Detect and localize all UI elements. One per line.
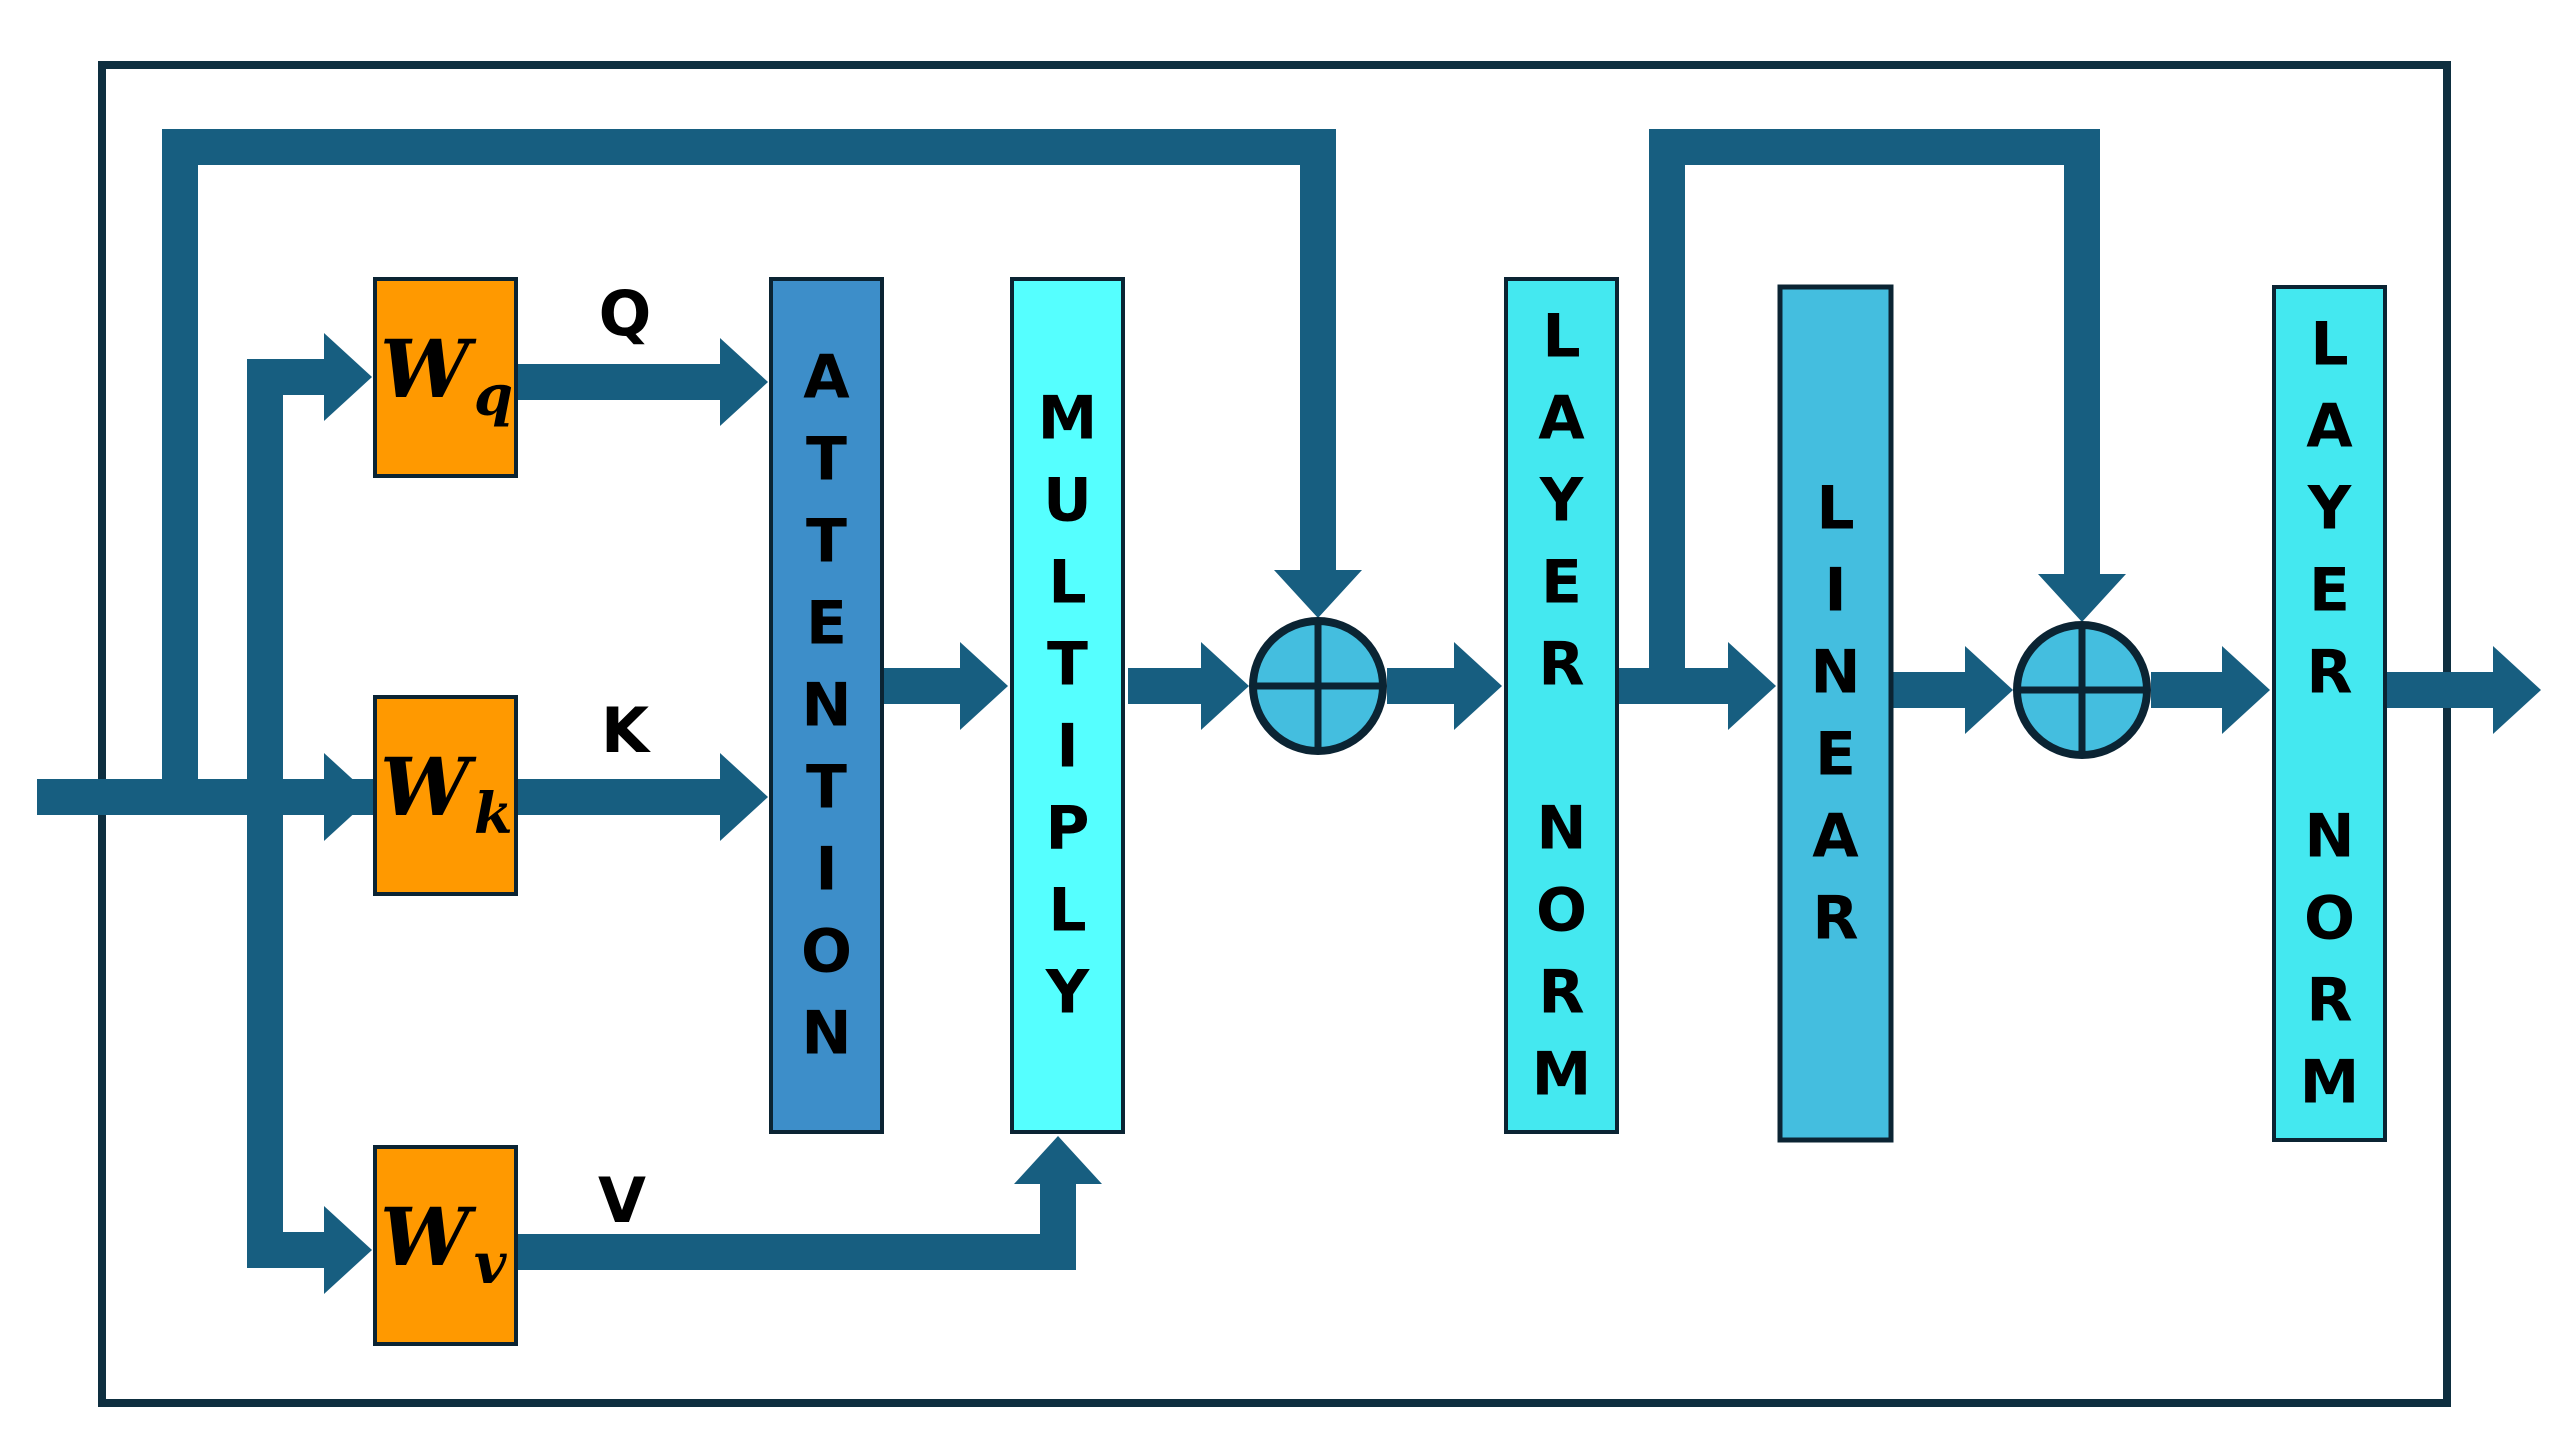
query-label: Q bbox=[599, 277, 652, 350]
output-arrow-head bbox=[2493, 646, 2541, 734]
add2-to-ln2-head bbox=[2222, 646, 2270, 734]
residual-branch-2 bbox=[1649, 129, 2100, 686]
value-label: V bbox=[598, 1164, 646, 1237]
outer-frame bbox=[98, 61, 2451, 1407]
attention-to-multiply-head bbox=[960, 642, 1008, 730]
v-path-head bbox=[1014, 1136, 1102, 1184]
svg-text:Wq: Wq bbox=[380, 322, 513, 429]
multiply-to-add1-head bbox=[1201, 642, 1249, 730]
add1-to-ln1-head bbox=[1454, 642, 1502, 730]
key-label: K bbox=[601, 694, 651, 767]
qkv-splitter bbox=[247, 359, 330, 1268]
weight-box-wk: Wk bbox=[373, 695, 518, 896]
residual-branch-1-head bbox=[1274, 570, 1362, 618]
v-path bbox=[516, 1180, 1076, 1270]
residual-add-1 bbox=[1249, 617, 1387, 755]
to-wk-head bbox=[324, 753, 372, 841]
k-arrow-head bbox=[720, 753, 768, 841]
weight-box-wv: Wv bbox=[373, 1145, 518, 1346]
to-wv-head bbox=[324, 1206, 372, 1294]
svg-text:Wk: Wk bbox=[380, 740, 513, 847]
weight-box-wq: Wq bbox=[373, 277, 518, 478]
ln1-to-linear-head bbox=[1728, 642, 1776, 730]
residual-add-2 bbox=[2013, 621, 2151, 759]
residual-branch-1 bbox=[162, 129, 1336, 797]
to-wq-head bbox=[324, 333, 372, 421]
residual-branch-2-head bbox=[2038, 574, 2126, 622]
q-arrow-head bbox=[720, 338, 768, 426]
svg-text:Wv: Wv bbox=[380, 1190, 508, 1297]
flow-lines bbox=[37, 129, 2541, 1294]
linear-to-add2-head bbox=[1965, 646, 2013, 734]
